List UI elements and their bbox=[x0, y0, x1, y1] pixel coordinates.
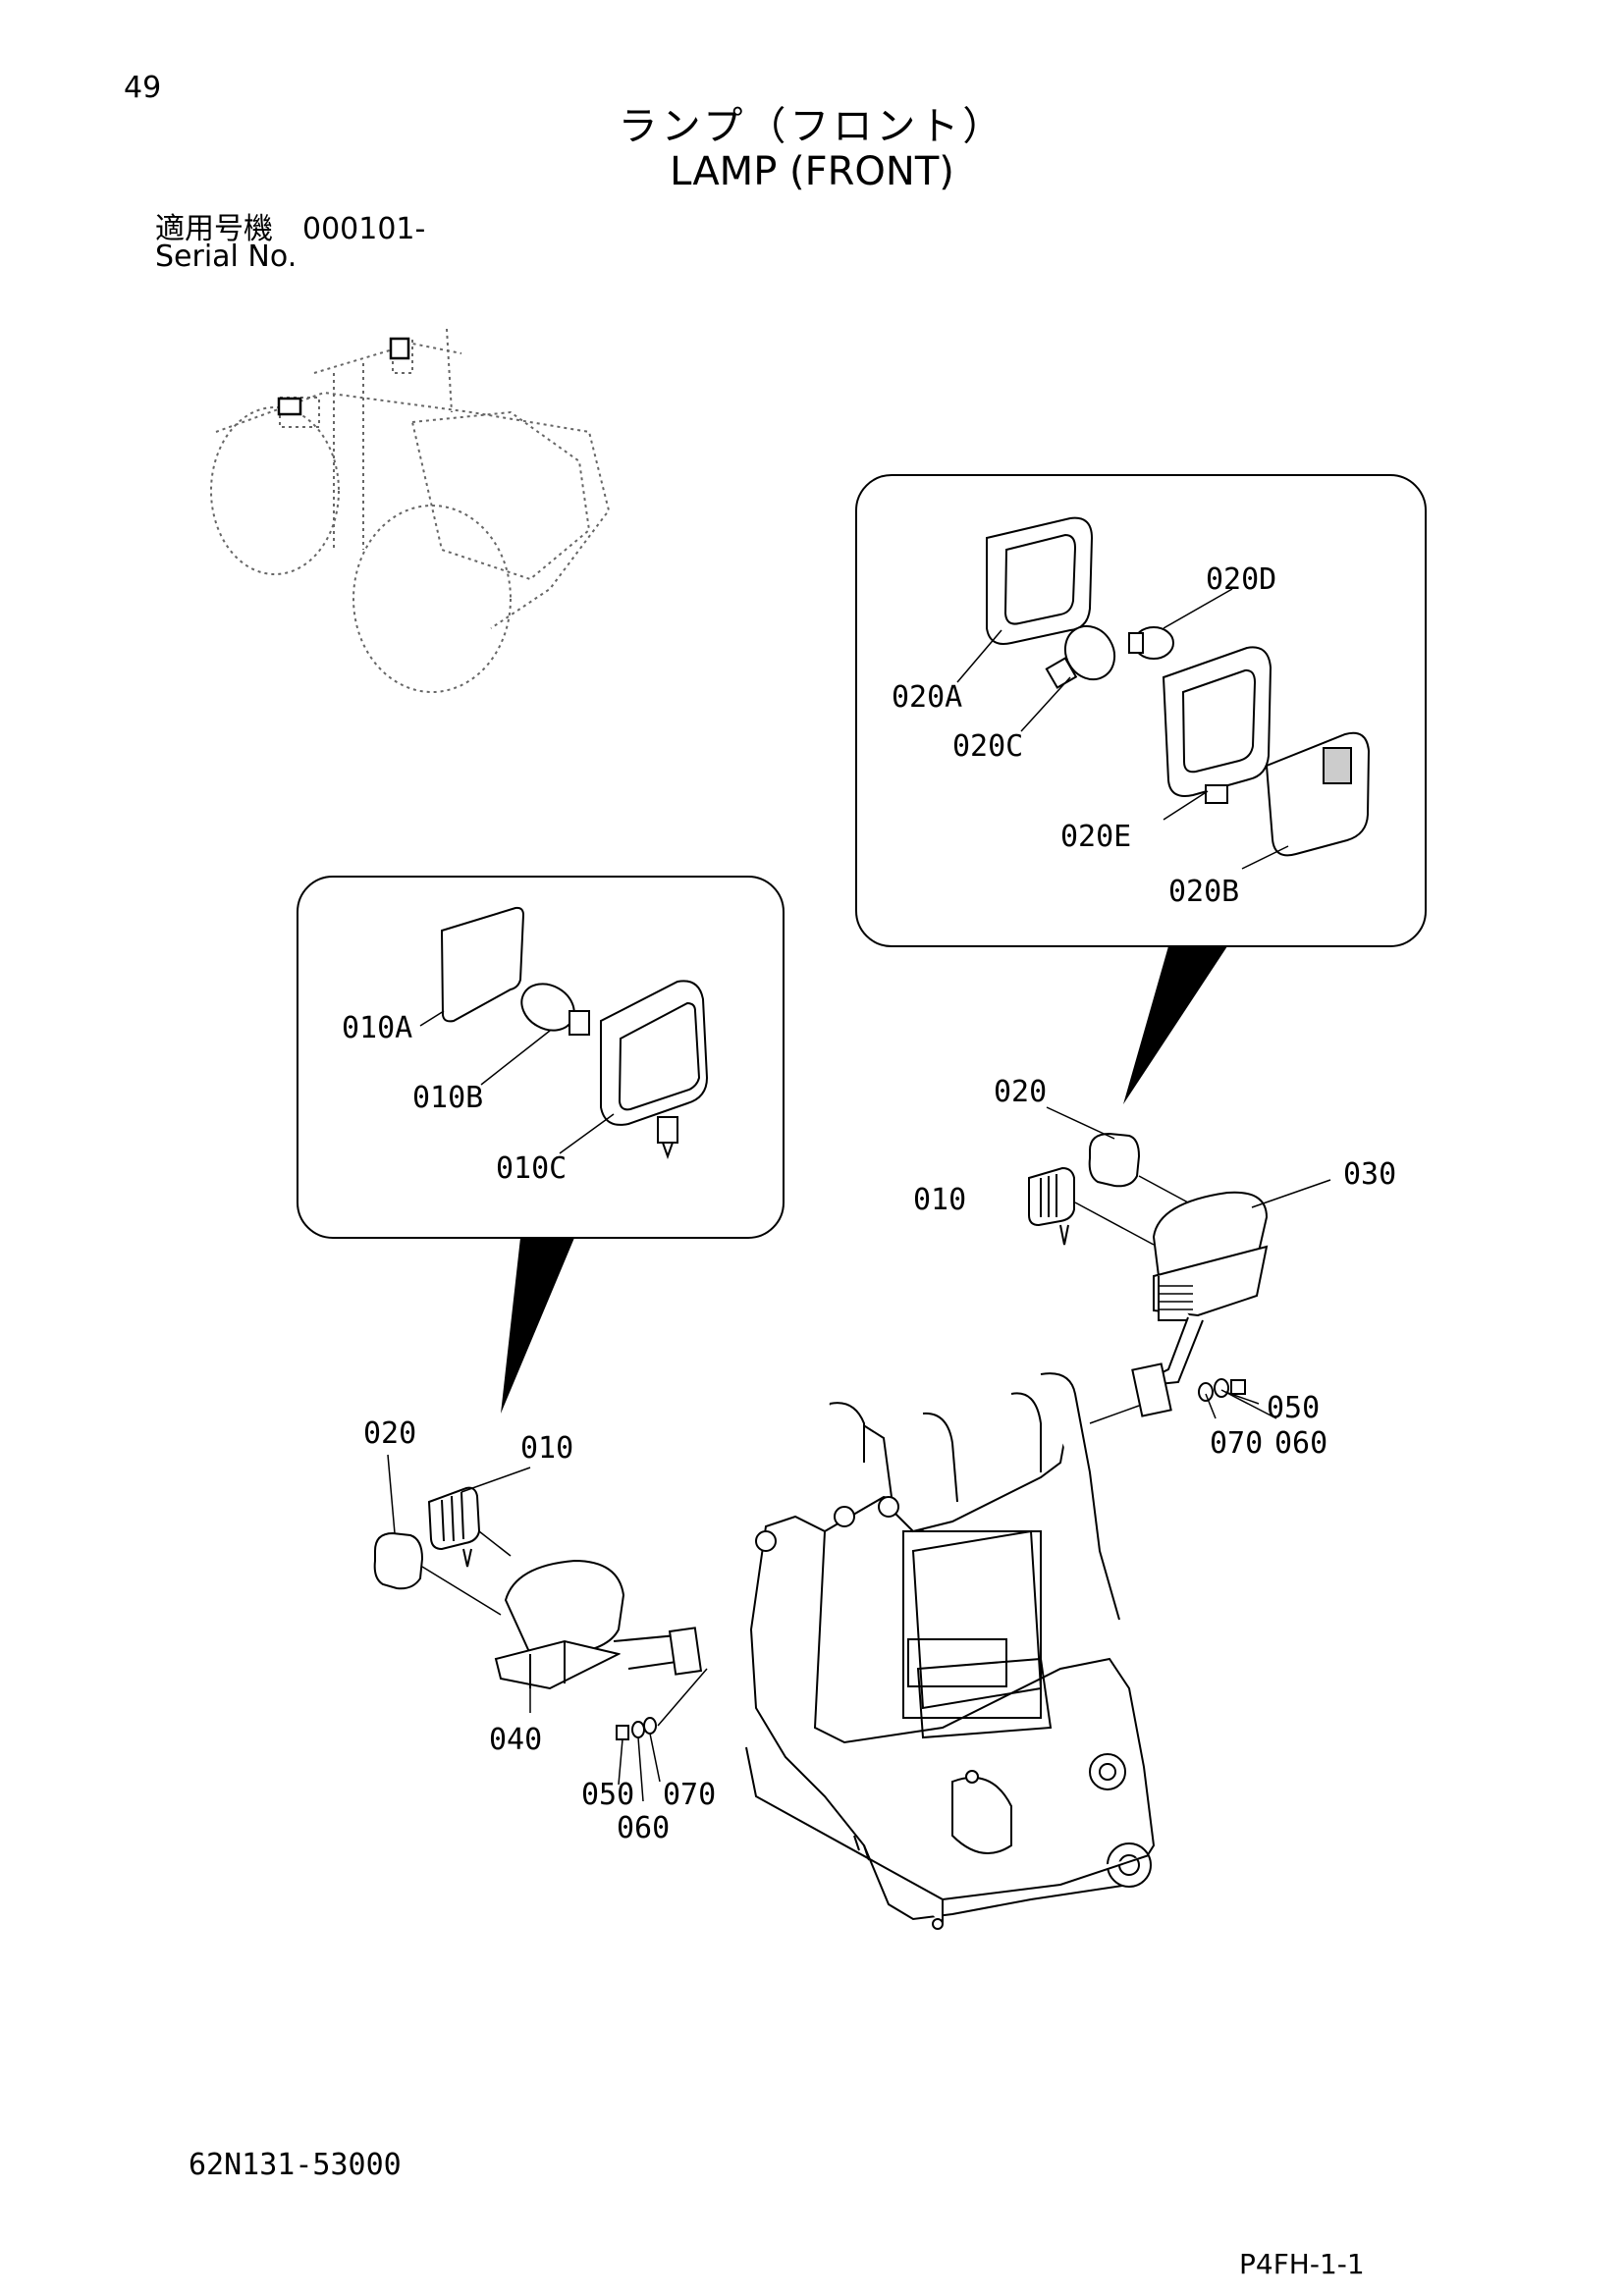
main-frame bbox=[745, 1372, 1156, 1930]
leader-lines-right-box bbox=[956, 588, 1289, 870]
part-020-right-cap bbox=[1088, 1132, 1141, 1188]
part-020A bbox=[986, 516, 1094, 645]
part-030-right-bracket bbox=[1131, 1191, 1269, 1417]
callout-070-left: 070 bbox=[663, 1778, 716, 1812]
callout-050-left: 050 bbox=[581, 1778, 634, 1812]
pointer-right bbox=[1123, 946, 1227, 1104]
callout-060-left: 060 bbox=[617, 1811, 670, 1845]
callout-050-right: 050 bbox=[1267, 1391, 1320, 1425]
part-010A bbox=[440, 906, 525, 1023]
part-010B bbox=[520, 983, 590, 1036]
detail-box-right bbox=[855, 474, 1427, 947]
serial-label-english: Serial No. bbox=[155, 240, 298, 274]
callout-010-right: 010 bbox=[913, 1183, 966, 1217]
part-040-left-bracket bbox=[494, 1559, 703, 1690]
part-020B bbox=[1265, 731, 1371, 857]
part-020D bbox=[1128, 626, 1174, 660]
part-010-left-lamp bbox=[427, 1486, 481, 1568]
serial-label-japanese: 適用号機 000101- bbox=[155, 212, 426, 246]
title-english: LAMP (FRONT) bbox=[670, 149, 954, 194]
callout-010B: 010B bbox=[412, 1081, 483, 1115]
callout-020-right: 020 bbox=[994, 1075, 1047, 1109]
part-010-right-lamp bbox=[1028, 1166, 1075, 1246]
part-020-left-cap bbox=[373, 1531, 424, 1590]
leader-lines-right-assembly bbox=[1046, 1106, 1331, 1424]
document-number: 62N131-53000 bbox=[189, 2148, 402, 2182]
callout-010A: 010A bbox=[342, 1011, 412, 1045]
callout-020B: 020B bbox=[1168, 875, 1239, 909]
callout-020D: 020D bbox=[1206, 562, 1276, 597]
callout-020-left: 020 bbox=[363, 1416, 416, 1451]
callout-020C: 020C bbox=[952, 729, 1023, 764]
callout-030: 030 bbox=[1343, 1157, 1396, 1192]
callout-010C: 010C bbox=[496, 1151, 567, 1186]
machine-lamp-highlight bbox=[277, 337, 410, 416]
part-020E bbox=[1162, 646, 1272, 804]
callout-020E: 020E bbox=[1060, 820, 1131, 854]
callout-010-left: 010 bbox=[520, 1431, 573, 1466]
callout-040: 040 bbox=[489, 1723, 542, 1757]
leader-lines-left-assembly bbox=[387, 1454, 708, 1802]
callout-020A: 020A bbox=[892, 680, 962, 715]
part-020C bbox=[1045, 624, 1116, 689]
callout-070-right: 070 bbox=[1210, 1426, 1263, 1461]
part-010C bbox=[600, 980, 709, 1159]
leader-lines-left-box bbox=[419, 1010, 615, 1154]
title-japanese: ランプ（フロント） bbox=[618, 104, 1006, 149]
machine-overview bbox=[210, 328, 611, 693]
callout-060-right: 060 bbox=[1274, 1426, 1327, 1461]
page-code: P4FH-1-1 bbox=[1239, 2248, 1365, 2280]
pointer-left bbox=[501, 1238, 574, 1414]
page-number: 49 bbox=[124, 71, 162, 105]
